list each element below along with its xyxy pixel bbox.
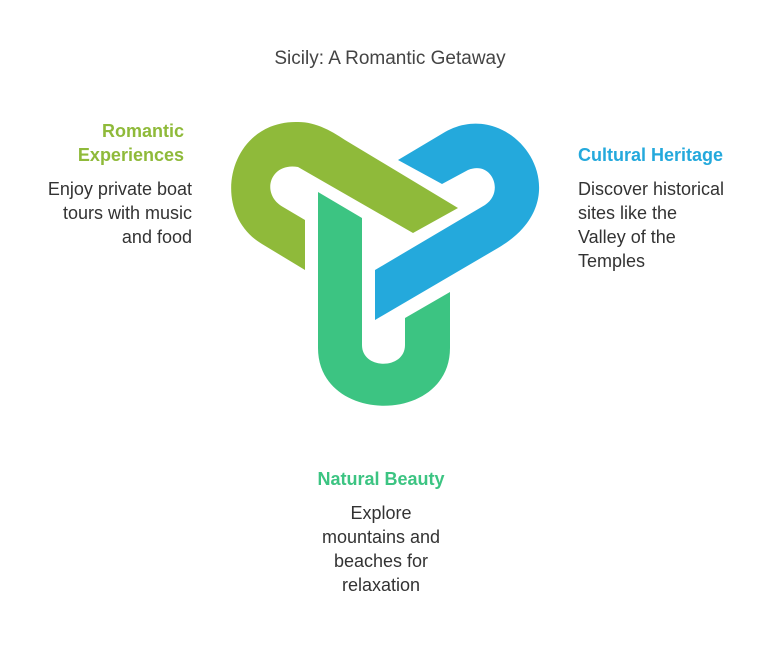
romantic-heading-line: Romantic: [101, 121, 184, 141]
romantic-description: Enjoy private boat tours with music and …: [20, 177, 192, 249]
cultural-heritage-block: Cultural Heritage Discover historical si…: [578, 143, 758, 273]
natural-beauty-block: Natural Beauty Explore mountains and bea…: [290, 467, 472, 597]
natural-desc-line: Explore: [350, 503, 412, 523]
romantic-experiences-block: Romantic Experiences Enjoy private boat …: [20, 119, 192, 249]
cultural-desc-line: Valley of the: [578, 227, 676, 247]
natural-description: Explore mountains and beaches for relaxa…: [290, 501, 472, 597]
cultural-description: Discover historical sites like the Valle…: [578, 177, 758, 273]
natural-desc-line: mountains and: [321, 527, 441, 547]
romantic-desc-line: and food: [121, 227, 192, 247]
natural-desc-line: relaxation: [341, 575, 421, 595]
romantic-desc-line: Enjoy private boat: [47, 179, 192, 199]
romantic-desc-line: tours with music: [62, 203, 192, 223]
cultural-loop-shape: [375, 123, 540, 320]
cultural-desc-line: sites like the: [578, 203, 678, 223]
romantic-loop-shape: [231, 121, 458, 270]
cultural-desc-line: Temples: [578, 251, 646, 271]
cultural-desc-line: Discover historical: [578, 179, 725, 199]
romantic-heading: Romantic Experiences: [20, 119, 184, 167]
natural-loop-shape: [318, 192, 450, 406]
natural-desc-line: beaches for: [333, 551, 429, 571]
natural-heading: Natural Beauty: [317, 469, 445, 489]
romantic-heading-line: Experiences: [77, 145, 184, 165]
diagram-title: Sicily: A Romantic Getaway: [274, 48, 506, 69]
cultural-heading: Cultural Heritage: [578, 145, 724, 165]
